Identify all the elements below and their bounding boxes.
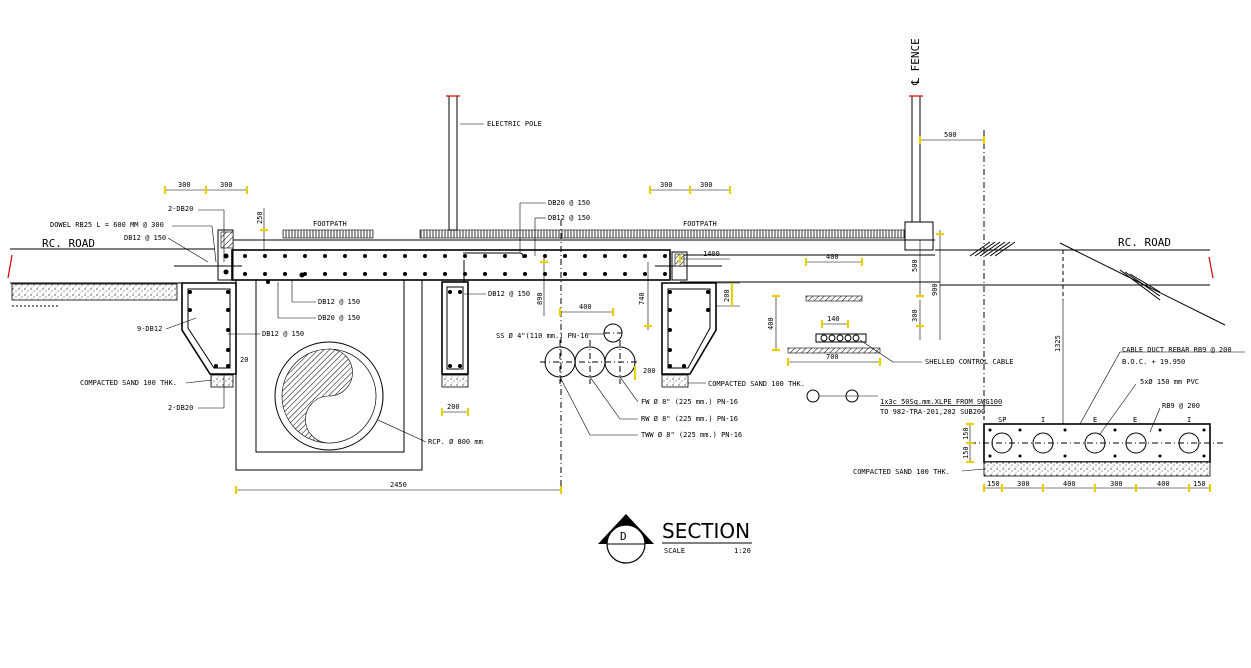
dim-200a: 200 [447, 403, 460, 411]
footpath-right-strip [419, 229, 906, 239]
duct-i1: I [1041, 416, 1045, 424]
dim-20: 20 [240, 356, 248, 364]
dim-400c: 400 [767, 317, 775, 330]
duct-sp: SP [998, 416, 1006, 424]
dim-200c: 200 [643, 367, 656, 375]
tww-label: TWW Ø 8" (225 mm.) PN-16 [641, 431, 742, 439]
dim-200b: 200 [723, 289, 731, 302]
dimension-lines: 300 300 300 300 250 20 2450 200 400 890 … [163, 131, 1212, 494]
dim-890: 890 [536, 292, 544, 305]
xlpe-label-1: 1x3c 50Sq.mm.XLPE FROM SWG100 [880, 398, 1002, 406]
ss-label: SS Ø 4"(110 mm.) PN-16 [496, 332, 589, 340]
section-title-text: SECTION [662, 519, 750, 543]
dim-300a: 300 [178, 181, 191, 189]
scale-label: SCALE [664, 547, 685, 555]
scale-value: 1:20 [734, 547, 751, 555]
pipes-group [540, 220, 640, 492]
db12-top-label: DB12 @ 150 [548, 214, 590, 222]
dim-400b: 400 [826, 253, 839, 261]
mid-labels: DB20 @ 150 DB12 @ 150 DB12 @ 150 DB20 @ … [228, 199, 985, 476]
dim-150a: 150 [962, 427, 970, 440]
dim-300e: 300 [911, 309, 919, 322]
dim-500a: 500 [944, 131, 957, 139]
dim-900: 900 [931, 283, 939, 296]
duct-dim-400a: 400 [1063, 480, 1076, 488]
slope-hatch [1119, 269, 1161, 301]
duct-dim-400b: 400 [1157, 480, 1170, 488]
fw-label: FW Ø 8" (225 mm.) PN-16 [641, 398, 738, 406]
db20-top-label: DB20 @ 150 [548, 199, 590, 207]
electric-pole: ELECTRIC POLE [446, 95, 542, 231]
dim-500b: 500 [911, 259, 919, 272]
main-slab: FOOTPATH FOOTPATH [174, 220, 940, 283]
db12-left-label: DB12 @ 150 [124, 234, 166, 242]
dim-150b: 150 [962, 446, 970, 459]
dim-250: 250 [256, 211, 264, 224]
duct-dim-150b: 150 [1193, 480, 1206, 488]
duct-sand-bed [983, 461, 1211, 477]
rw-label: RW Ø 8" (225 mm.) PN-16 [641, 415, 738, 423]
left-labels: DOWEL RB25 L = 600 MM @ 300 DB12 @ 150 2… [50, 205, 225, 412]
duct-i2: I [1187, 416, 1191, 424]
rcp-label: RCP. Ø 800 mm [428, 438, 483, 446]
footpath-left-label: FOOTPATH [313, 220, 347, 228]
right-sand-pad [661, 374, 689, 388]
duct-e1: E [1093, 416, 1097, 424]
cable-duct-bank: SP I E E I CABLE DUCT REBAR RB9 @ 200 B.… [970, 346, 1245, 477]
dowel-label: DOWEL RB25 L = 600 MM @ 300 [50, 221, 164, 229]
rcp-box [235, 272, 423, 471]
section-title: D SECTION SCALE 1:20 [598, 514, 752, 564]
duct-e2: E [1133, 416, 1137, 424]
fence-label: ℄ FENCE [909, 38, 922, 86]
duct-dim-300b: 300 [1110, 480, 1123, 488]
footpath-left-strip [282, 229, 374, 239]
compacted-sand-right-label: COMPACTED SAND 100 THK. [853, 468, 950, 476]
dim-1400: 1400 [703, 250, 720, 258]
electric-pole-label: ELECTRIC POLE [487, 120, 542, 128]
shelled-cable: SHELLED CONTROL CABLE 1x3c 50Sq.mm.XLPE … [787, 295, 1014, 416]
compacted-sand-left-label: COMPACTED SAND 100 THK. [80, 379, 177, 387]
dim-140: 140 [827, 315, 840, 323]
xlpe-label-2: TO 982-TRA-201,202 SUB200 [880, 408, 985, 416]
db12-lower-label: DB12 @ 150 [262, 330, 304, 338]
dim-740: 740 [638, 292, 646, 305]
rc-road-right-label: RC. ROAD [1118, 236, 1171, 249]
rc-road-left-label: RC. ROAD [42, 237, 95, 250]
grass-hatch [969, 241, 1016, 257]
two-db20-bottom-label: 2-DB20 [168, 404, 193, 412]
section-marker-label: D [620, 530, 627, 543]
slab-rebars [243, 254, 667, 276]
mid-beam [441, 252, 524, 388]
dim-300d: 300 [700, 181, 713, 189]
dim-700: 700 [826, 353, 839, 361]
dim-300b: 300 [220, 181, 233, 189]
dim-300c: 300 [660, 181, 673, 189]
pvc-label: 5xØ 150 mm PVC [1140, 378, 1199, 386]
road-left: RC. ROAD [7, 237, 215, 307]
nine-db12-label: 9-DB12 [137, 325, 162, 333]
left-beam [181, 229, 237, 388]
road-right: RC. ROAD [935, 236, 1226, 326]
mid-sand-pad [441, 374, 469, 388]
left-sand-pad [210, 374, 234, 388]
footpath-right-label: FOOTPATH [683, 220, 717, 228]
dim-1325: 1325 [1054, 335, 1062, 352]
boc-label: B.O.C. + 19.950 [1122, 358, 1185, 366]
compacted-sand-mid-label: COMPACTED SAND 100 THK. [708, 380, 805, 388]
db12-right-label: DB12 @ 150 [488, 290, 530, 298]
db20-mid-label: DB20 @ 150 [318, 314, 360, 322]
rb9-label: RB9 @ 200 [1162, 402, 1200, 410]
fence: ℄ FENCE [904, 38, 985, 420]
road-base-sand-left [11, 283, 178, 301]
cable-duct-label: CABLE DUCT REBAR RB9 @ 200 [1122, 346, 1232, 354]
two-db20-top-label: 2-DB20 [168, 205, 193, 213]
duct-dim-150a: 150 [987, 480, 1000, 488]
db12-mid-label: DB12 @ 150 [318, 298, 360, 306]
shelled-cable-label: SHELLED CONTROL CABLE [925, 358, 1014, 366]
dim-400a: 400 [579, 303, 592, 311]
dim-2450: 2450 [390, 481, 407, 489]
duct-dim-300a: 300 [1017, 480, 1030, 488]
